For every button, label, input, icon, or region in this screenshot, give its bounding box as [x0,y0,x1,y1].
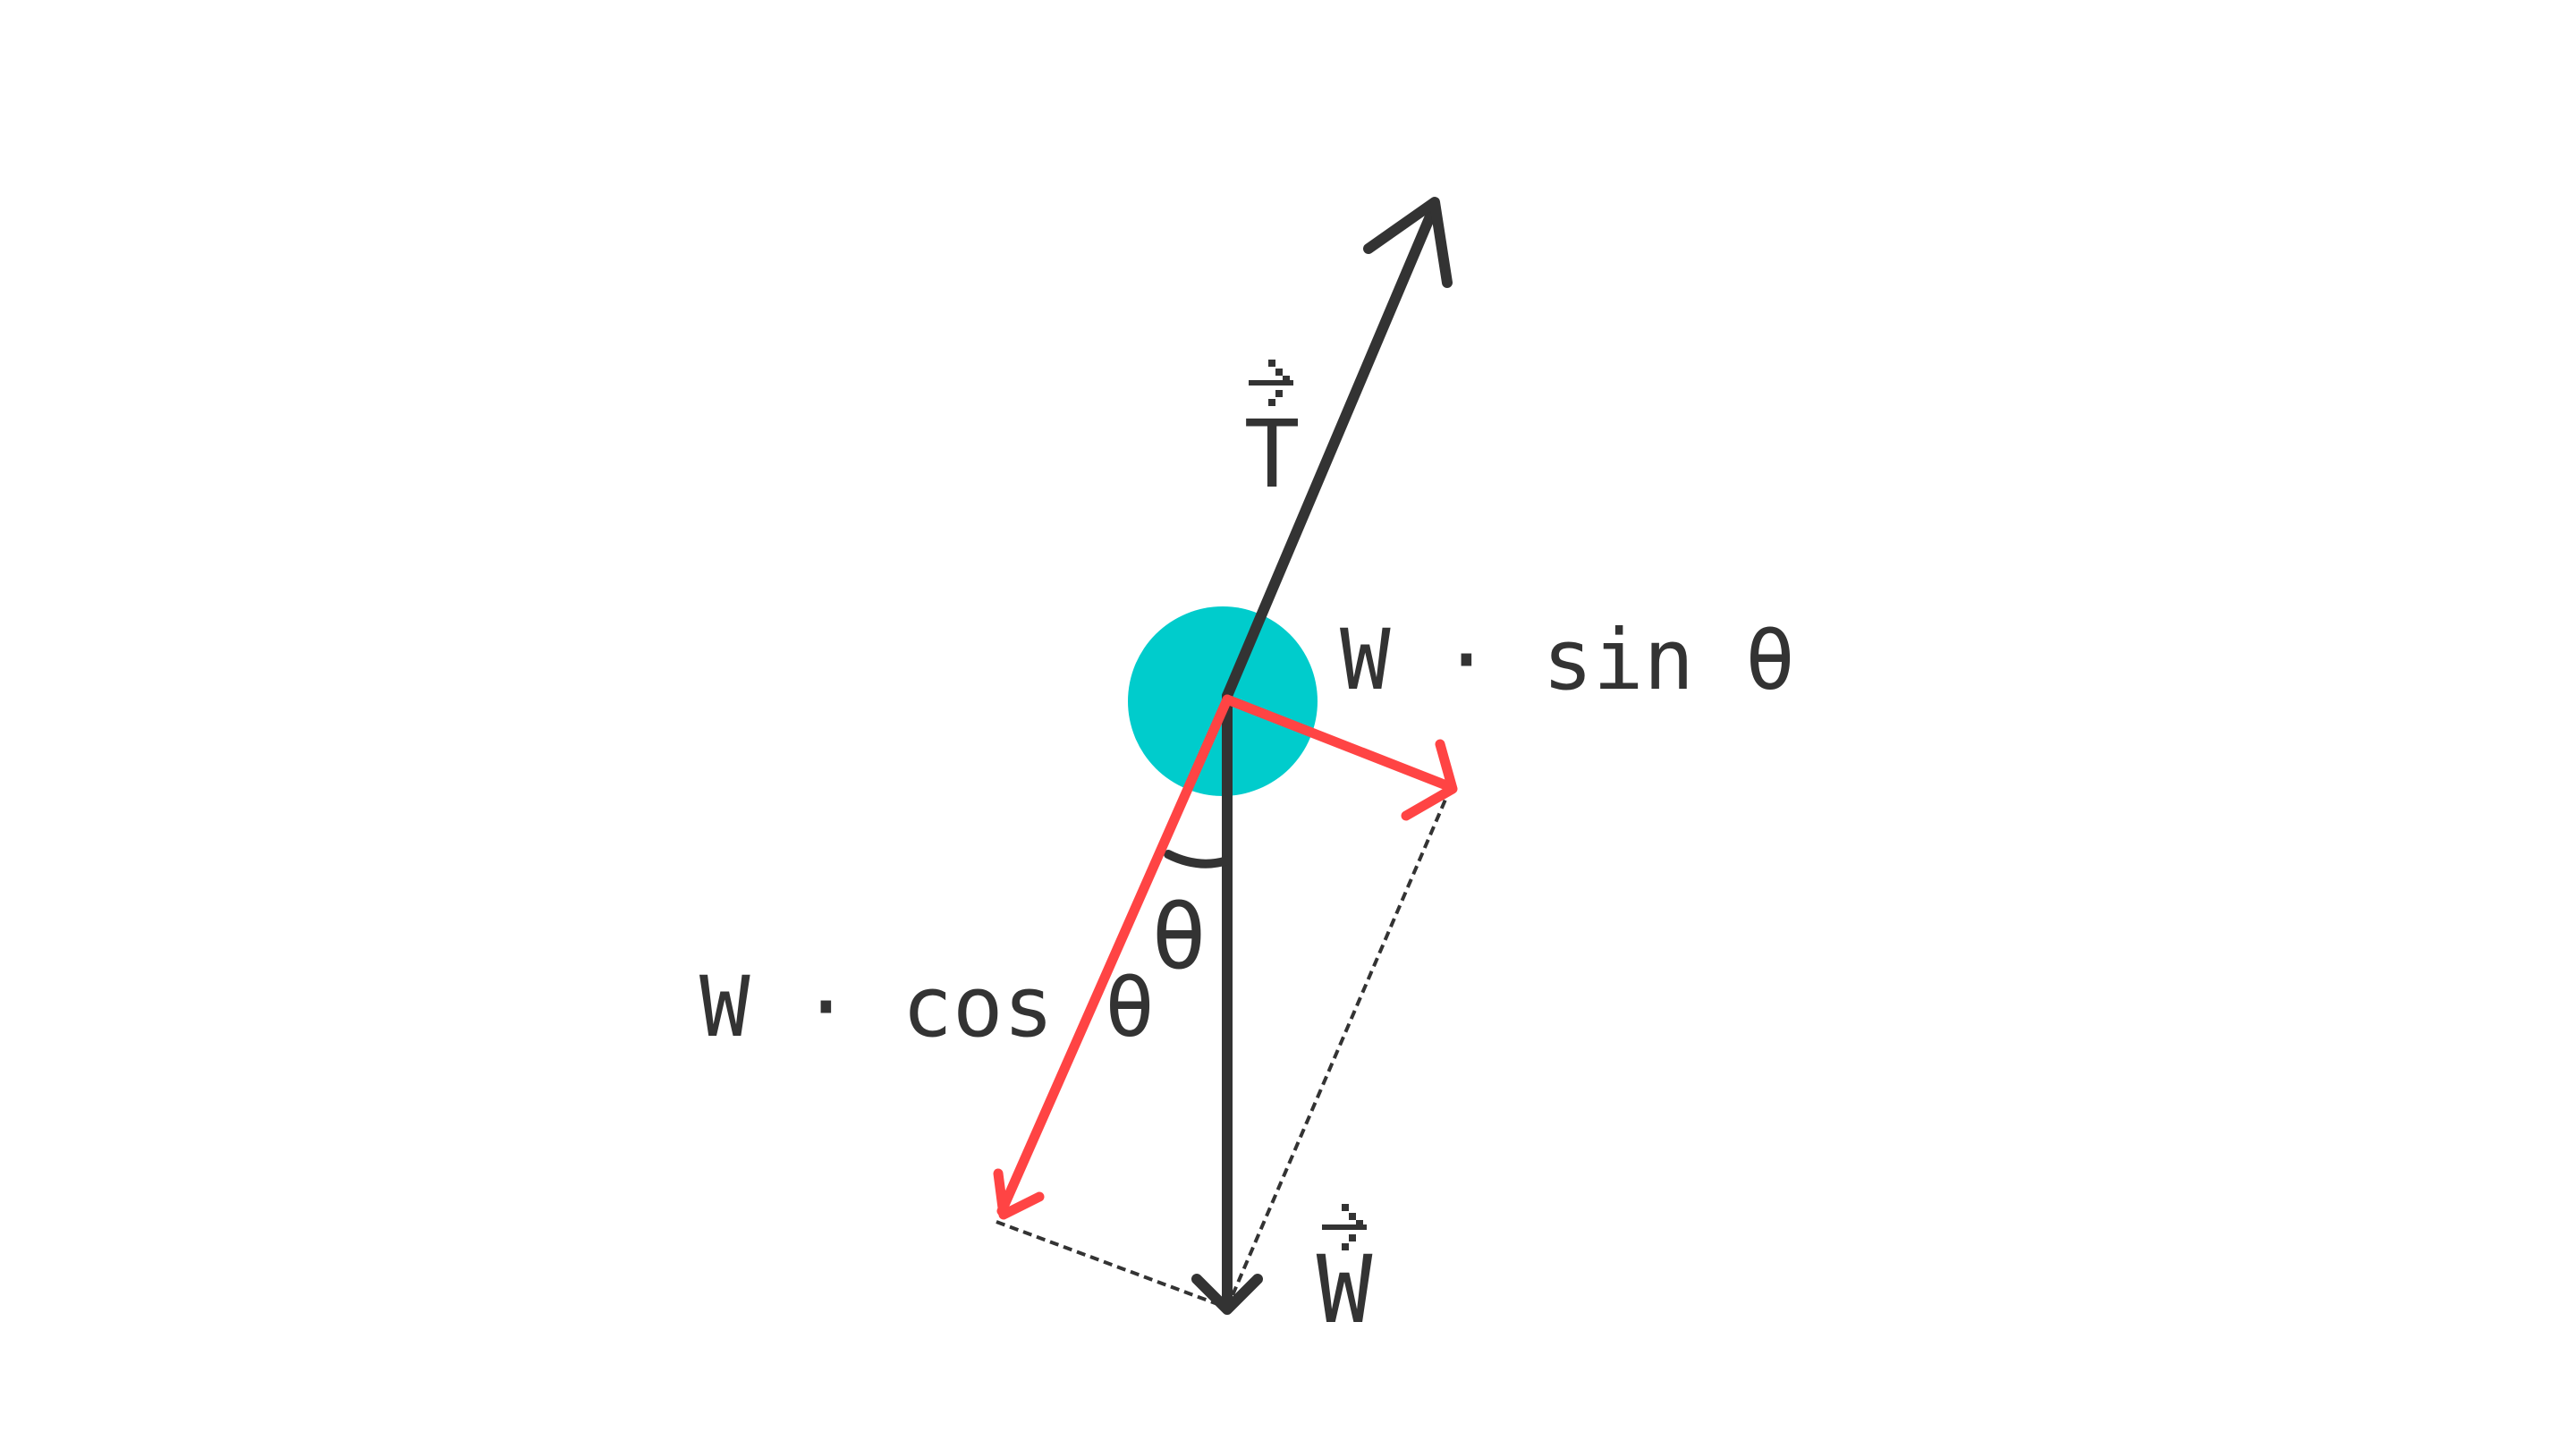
w-sin-label: W · sin θ [1340,612,1795,709]
w-sin-arrowhead [1401,739,1458,821]
w-sin-shaft [1222,694,1456,792]
w-cos-label: W · cos θ [699,959,1155,1056]
vector-arrow-icon [1249,360,1293,406]
tension-vector [1222,197,1453,701]
tension-arrowhead [1363,197,1453,288]
tension-shaft [1222,200,1440,701]
dashed-line-cos-to-weight [996,1220,1228,1309]
w-cos-arrowhead [993,1168,1045,1220]
w-sin-component-vector [1222,694,1458,821]
w-cos-component-vector [993,694,1233,1220]
angle-label: θ [1151,881,1208,990]
weight-vector [1191,691,1263,1315]
w-cos-shaft [996,694,1233,1216]
weight-arrowhead [1191,1274,1263,1315]
weight-label: W [1317,1204,1373,1344]
vector-arrow-icon [1322,1204,1367,1250]
weight-symbol: W [1317,1235,1373,1344]
tension-label: T [1244,360,1301,509]
angle-arc [1164,850,1232,869]
dashed-line-sin-to-weight [1225,786,1453,1309]
tension-symbol: T [1244,400,1301,509]
